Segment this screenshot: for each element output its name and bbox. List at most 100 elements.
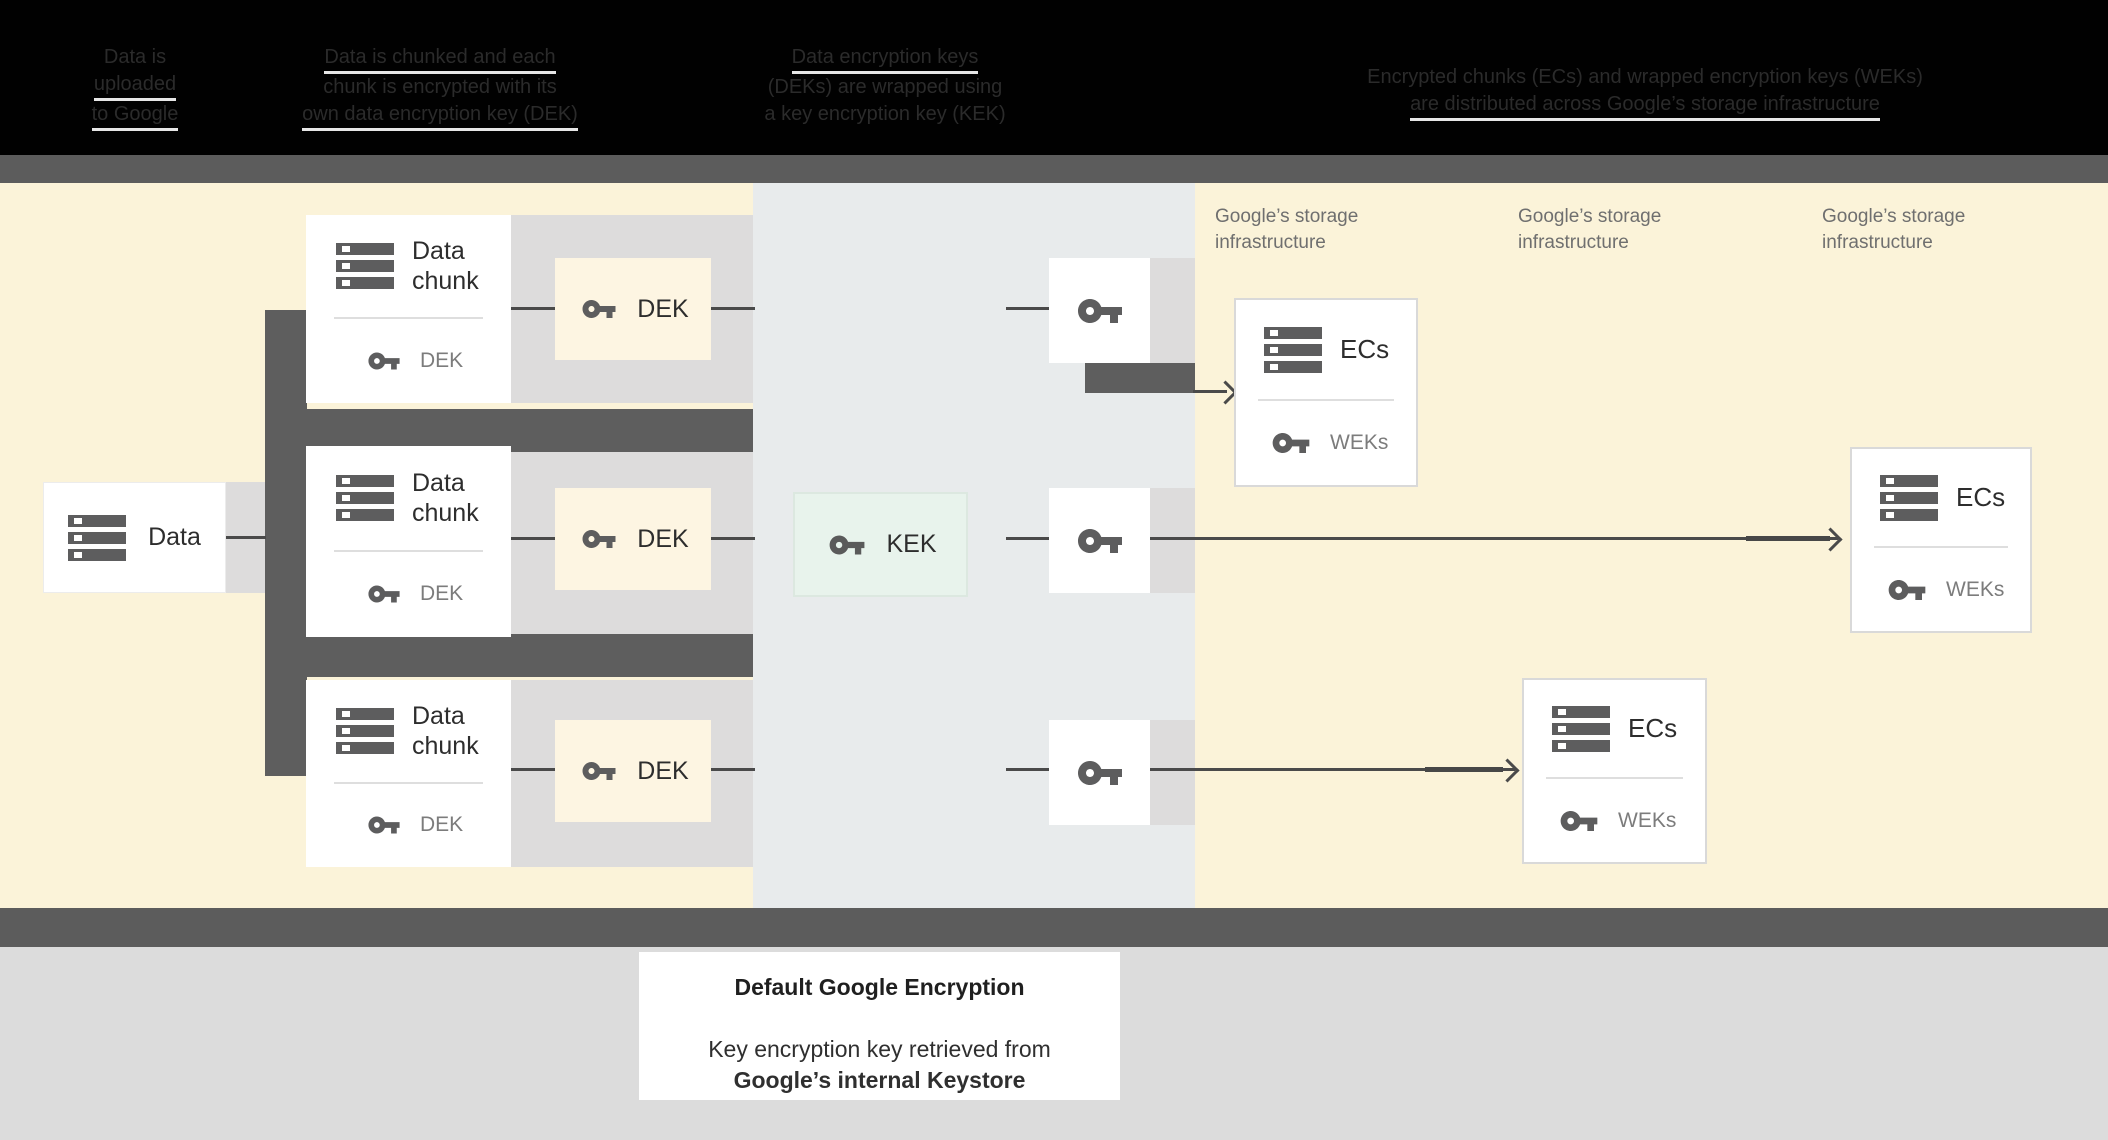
key-icon: [368, 352, 400, 370]
key-icon: [830, 535, 865, 554]
top-separator-bar: [0, 155, 2108, 183]
data-chunk-box: Data chunk DEK: [306, 215, 511, 403]
chunk-title-row: Data chunk: [306, 446, 511, 550]
storage-infrastructure-label: Google’s storage infrastructure: [1518, 204, 1758, 256]
dek-box-label: DEK: [637, 294, 689, 323]
connector-line: [1006, 768, 1050, 771]
footer-title: Default Google Encryption: [734, 974, 1025, 1000]
divider-line: [334, 549, 483, 552]
footer-caption-box: Default Google Encryption Key encryption…: [639, 952, 1120, 1100]
footer-line: Key encryption key retrieved from: [708, 1036, 1051, 1062]
label-line: infrastructure: [1215, 232, 1326, 253]
chunk-dek-row: DEK: [306, 319, 511, 403]
divider-line: [1546, 777, 1683, 780]
key-icon: [582, 530, 616, 548]
caption-line: Data encryption keys: [735, 44, 1035, 74]
label-line: Google’s storage: [1518, 206, 1662, 227]
kek-box: KEK: [793, 492, 968, 597]
dek-box-label: DEK: [637, 524, 689, 553]
divider-line: [1258, 399, 1394, 402]
caption-line: uploaded: [40, 71, 230, 101]
dek-box: DEK: [555, 488, 711, 590]
ecs-title-row: ECs: [1852, 449, 2030, 546]
divider-line: [334, 781, 483, 784]
storage-icon: [1552, 701, 1610, 757]
storage-infrastructure-label: Google’s storage infrastructure: [1822, 204, 2062, 256]
fanout-pipe-vertical: [265, 310, 307, 776]
dek-inner-label: DEK: [420, 349, 464, 373]
caption-line: Encrypted chunks (ECs) and wrapped encry…: [1367, 66, 1923, 88]
data-chunk-box: Data chunk DEK: [306, 446, 511, 637]
key-icon: [582, 762, 616, 780]
caption-line: chunk is encrypted with its: [323, 76, 557, 98]
backing-band: [1150, 258, 1195, 363]
fanout-pipe-row1-row2: [307, 409, 753, 452]
chunk-dek-row: DEK: [306, 552, 511, 637]
storage-icon: [336, 470, 394, 526]
top-caption-band: Data is uploaded to Google Data is chunk…: [0, 0, 2108, 155]
label-line: infrastructure: [1822, 232, 1933, 253]
storage-icon: [1880, 470, 1938, 526]
caption-line: to Google: [40, 101, 230, 131]
connector-line: [711, 537, 755, 540]
key-icon: [582, 300, 616, 318]
caption-line: own data encryption key (DEK): [280, 101, 600, 131]
weks-label: WEKs: [1618, 808, 1677, 832]
label-line: Google’s storage: [1215, 206, 1359, 227]
connector-line: [1006, 307, 1050, 310]
key-icon: [1560, 810, 1598, 831]
divider-line: [334, 317, 483, 320]
data-box: Data: [43, 482, 226, 593]
backing-band: [1150, 488, 1195, 593]
kek-box-label: KEK: [886, 530, 937, 558]
chunk-title: Data chunk: [412, 701, 479, 760]
ecs-wek-row: WEKs: [1236, 401, 1416, 485]
connector-line: [511, 307, 557, 310]
storage-icon: [336, 238, 394, 294]
dek-box: DEK: [555, 720, 711, 822]
label-line: infrastructure: [1518, 232, 1629, 253]
ecs-box: ECs WEKs: [1522, 678, 1707, 864]
chunk-title-row: Data chunk: [306, 215, 511, 317]
key-icon: [1077, 760, 1122, 785]
chunk-dek-row: DEK: [306, 784, 511, 867]
ecs-title-row: ECs: [1236, 300, 1416, 399]
connector-line: [511, 537, 557, 540]
connector-line: [711, 307, 755, 310]
footer-body: Key encryption key retrieved from Google…: [639, 1034, 1120, 1096]
caption-line: Data is: [103, 46, 167, 68]
caption-line: a key encryption key (KEK): [764, 103, 1006, 125]
key-icon: [368, 585, 400, 603]
arrow-line-to-ecs-1: [1193, 390, 1227, 393]
ecs-wek-row: WEKs: [1524, 779, 1705, 862]
footer-line: Google’s internal Keystore: [733, 1067, 1026, 1093]
arrow-line-segment: [1425, 767, 1503, 772]
chunk-title: Data chunk: [412, 237, 479, 296]
weks-label: WEKs: [1946, 577, 2005, 601]
connector-line: [511, 768, 557, 771]
dek-box-label: DEK: [637, 756, 689, 785]
key-icon: [368, 816, 400, 834]
storage-icon: [1264, 322, 1322, 378]
arrow-line-segment: [1746, 536, 1830, 541]
ecs-title-row: ECs: [1524, 680, 1705, 777]
key-icon: [1272, 433, 1310, 454]
bottom-separator-bar: [0, 908, 2108, 947]
wek-output-pipe: [1085, 363, 1195, 393]
ecs-label: ECs: [1340, 334, 1390, 365]
caption-column-upload: Data is uploaded to Google: [40, 44, 230, 131]
chunk-title-row: Data chunk: [306, 680, 511, 782]
arrow-line-to-ecs-2: [1150, 537, 1838, 540]
arrow-line-to-ecs-3: [1150, 768, 1515, 771]
connector-line: [226, 536, 266, 539]
dek-inner-label: DEK: [420, 582, 464, 606]
dek-inner-label: DEK: [420, 813, 464, 837]
caption-column-distribution: Encrypted chunks (ECs) and wrapped encry…: [1290, 64, 2000, 121]
caption-line: are distributed across Google’s storage …: [1290, 91, 2000, 121]
weks-label: WEKs: [1330, 431, 1389, 455]
storage-icon: [336, 703, 394, 759]
key-icon: [1888, 579, 1926, 600]
divider-line: [1874, 546, 2008, 549]
connector-line: [711, 768, 755, 771]
caption-line: (DEKs) are wrapped using: [767, 76, 1003, 98]
